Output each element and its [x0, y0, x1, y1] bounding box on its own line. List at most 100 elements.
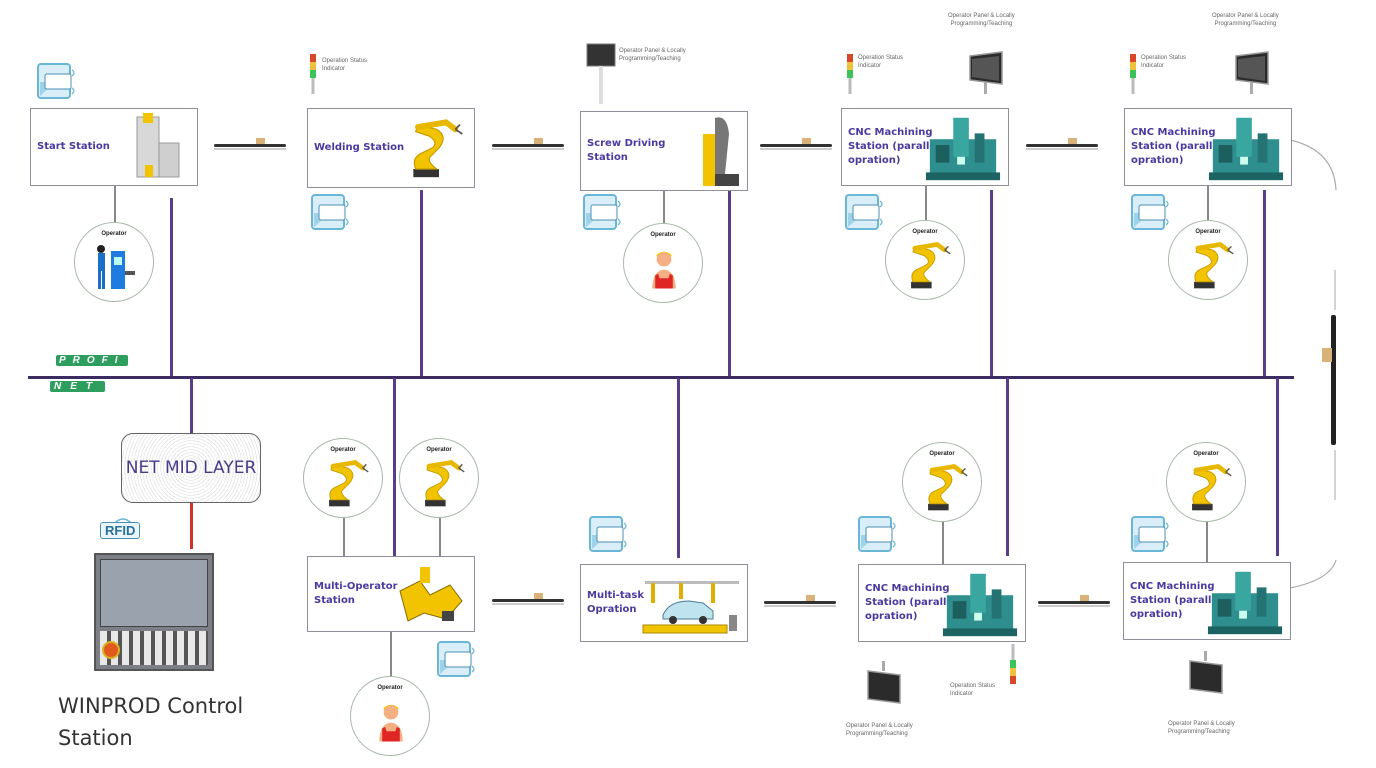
control-screen: [100, 559, 208, 627]
drop-line-midlayer: [190, 378, 193, 433]
station-label: CNC Machining Station (parallel opration…: [1130, 581, 1222, 620]
emergency-stop-icon: [102, 641, 120, 659]
screw-driving-robot-icon: [703, 117, 739, 186]
operator-link: [942, 522, 944, 564]
station-start[interactable]: Start Station: [30, 108, 198, 186]
operator-circle: Operator: [902, 442, 982, 522]
cnc-machine-icon: [1206, 567, 1284, 637]
operator-panel-label: Operator Panel & Locally Programming/Tea…: [1168, 721, 1235, 735]
operator-label: Operator: [426, 447, 452, 453]
rfid-icon: [588, 515, 630, 555]
robot-arm-icon: [915, 459, 971, 515]
operator-monitor-icon: [867, 661, 901, 704]
station-label: CNC Machining Station (parallel opration…: [1131, 127, 1223, 166]
return-loop-conveyor: [1290, 140, 1337, 589]
operator-link: [1206, 522, 1208, 562]
operator-panel-label: Operator Panel & Locally Programming/Tea…: [1212, 13, 1279, 27]
station-multi-task[interactable]: Multi-task Opration: [580, 564, 748, 642]
profinet-logo-bottom: NET: [50, 381, 105, 392]
operator-label: Operator: [1193, 451, 1219, 457]
status-tower-icon: [1010, 644, 1016, 684]
operator-link: [663, 191, 665, 223]
operator-link: [925, 186, 927, 220]
status-indicator-label: Operation Status Indicator: [950, 683, 996, 697]
conveyor-icon: [758, 138, 834, 152]
station-screw-driving[interactable]: Screw Driving Station: [580, 111, 748, 191]
operator-circle: Operator: [303, 438, 383, 518]
drop-line-cnc-bottom-2: [1276, 378, 1279, 556]
station-multi-operator[interactable]: Multi-Operator Station: [307, 556, 475, 632]
operator-link: [114, 186, 116, 222]
operator-monitor-icon: [1189, 651, 1223, 694]
station-label: Welding Station: [314, 142, 405, 153]
status-tower-icon: [847, 54, 853, 94]
station-label: Start Station: [37, 141, 110, 152]
drop-line-welding: [420, 190, 423, 376]
operator-link: [439, 518, 441, 556]
operator-circle: Operator: [885, 220, 965, 300]
station-cnc-bottom-2[interactable]: CNC Machining Station (parallel opration…: [1123, 562, 1291, 640]
profinet-bus-line: [28, 376, 1294, 379]
operator-label: Operator: [377, 685, 403, 691]
status-indicator-label: Operation Status Indicator: [1141, 55, 1187, 69]
rfid-icon: [310, 193, 352, 233]
operator-label: Operator: [101, 231, 127, 237]
status-tower-icon: [310, 54, 316, 94]
operator-link: [390, 632, 392, 676]
operator-label: Operator: [650, 232, 676, 238]
cnc-machine-icon: [1207, 113, 1285, 183]
operator-panel-label: Operator Panel & Locally Programming/Tea…: [619, 48, 686, 62]
station-label: CNC Machining Station (parallel opration…: [865, 583, 957, 622]
winprod-control-panel[interactable]: [94, 553, 214, 671]
drop-line-multi-operator: [393, 378, 396, 556]
station-label: CNC Machining Station (parallel opration…: [848, 127, 940, 166]
rfid-icon: [1130, 515, 1172, 555]
operator-circle: Operator: [1166, 442, 1246, 522]
station-cnc-bottom-1[interactable]: CNC Machining Station (parallel opration…: [858, 564, 1026, 642]
rfid-icon: [857, 515, 899, 555]
station-cnc-top-1[interactable]: CNC Machining Station (parallel opration…: [841, 108, 1009, 186]
rfid-icon: [36, 62, 78, 102]
operator-monitor-icon: [966, 36, 1006, 108]
station-cnc-top-2[interactable]: CNC Machining Station (parallel opration…: [1124, 108, 1292, 186]
operator-label: Operator: [1195, 229, 1221, 235]
robot-arm-icon: [412, 455, 468, 511]
drop-line-start: [170, 198, 173, 376]
robot-arm-icon: [316, 455, 372, 511]
conveyor-icon: [1024, 138, 1100, 152]
operator-label: Operator: [929, 451, 955, 457]
operator-link: [1207, 186, 1209, 220]
drop-line-screw: [728, 190, 731, 376]
conveyor-icon: [762, 595, 838, 609]
cnc-machine-icon: [941, 569, 1019, 639]
operator-circle: Operator: [623, 223, 703, 303]
rfid-icon: [436, 640, 478, 680]
net-mid-layer-box[interactable]: NET MID LAYER: [121, 433, 261, 503]
car-assembly-line-icon: [642, 581, 739, 634]
station-label: Multi-task Opration: [587, 590, 644, 615]
profinet-logo-top: PROFI: [56, 355, 128, 366]
mid-layer-link: [190, 503, 193, 549]
control-station-label: WINPROD Control Station: [58, 694, 244, 750]
robot-arm-icon: [1179, 459, 1235, 515]
conveyor-icon: [490, 593, 566, 607]
net-mid-layer-label: NET MID LAYER: [125, 458, 257, 478]
rfid-icon: [582, 193, 624, 233]
drop-line-multitask: [677, 378, 680, 558]
conveyor-icon: [490, 138, 566, 152]
operator-panel-label: Operator Panel & Locally Programming/Tea…: [846, 723, 913, 737]
operator-label: Operator: [330, 447, 356, 453]
status-indicator-label: Operation Status Indicator: [322, 58, 368, 72]
drop-line-cnc-top-1: [990, 190, 993, 376]
cnc-machine-icon: [924, 113, 1002, 183]
status-tower-icon: [1130, 54, 1136, 94]
conveyor-icon: [212, 138, 288, 152]
station-label: Multi-Operator Station: [314, 581, 398, 606]
rfid-badge: RFID: [100, 516, 146, 544]
operator-monitor-icon: [1232, 36, 1272, 108]
operator-label: Operator: [912, 229, 938, 235]
operator-circle: Operator: [74, 222, 154, 302]
robot-arm-icon: [396, 113, 468, 183]
station-welding[interactable]: Welding Station: [307, 108, 475, 188]
station-label: Screw Driving Station: [587, 138, 666, 163]
